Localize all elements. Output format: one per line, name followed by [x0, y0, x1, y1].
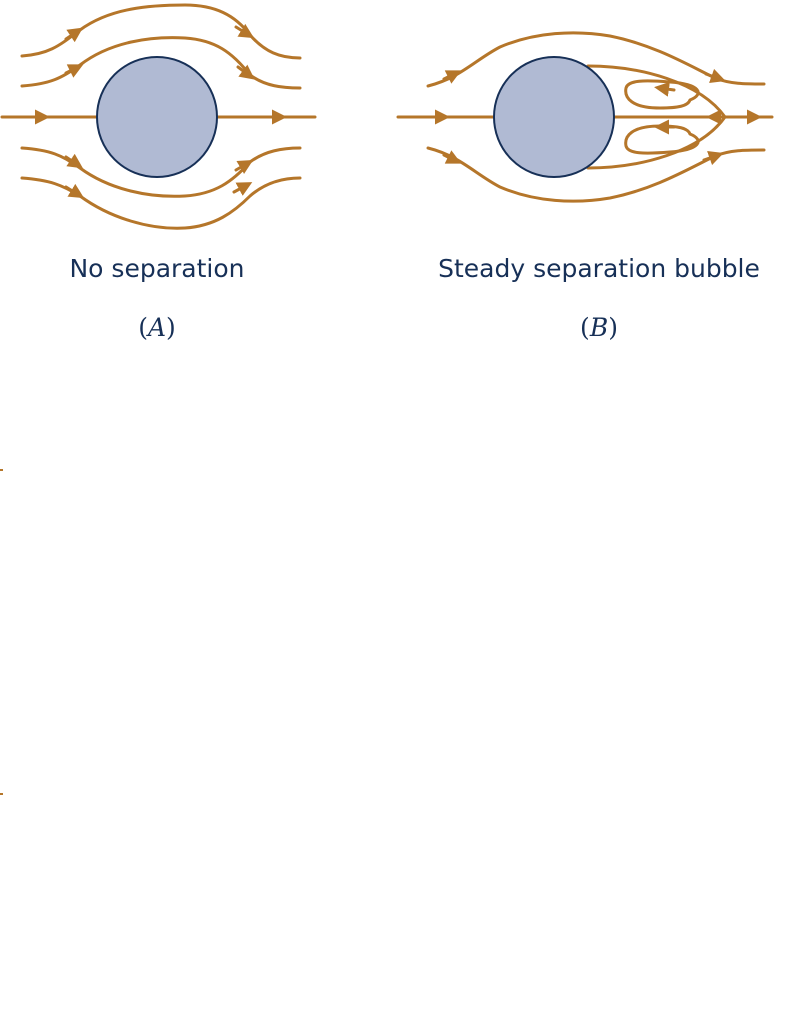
cylinder-a: [96, 56, 218, 178]
separation-boundary-lower: [586, 115, 727, 170]
panel-a-caption: No separation: [69, 254, 244, 283]
streamline-a-top-outer: [20, 3, 302, 60]
panel-a-label-letter: A: [146, 313, 166, 342]
streamline-a-bottom-inner-arrow2: [234, 159, 254, 175]
streamline-b-top-arrow2: [704, 68, 726, 84]
panel-a-label-open: (: [138, 313, 148, 342]
panel-b-label-close: ): [608, 313, 618, 342]
streamline-a-top-outer-arrow2: [234, 23, 255, 39]
panel-a: No separation (A): [0, 3, 317, 342]
recirculation-loop-upper-arrow: [654, 81, 676, 97]
streamline-a-top-inner-arrow2: [236, 64, 255, 80]
separation-boundary-upper: [586, 64, 727, 119]
panel-a-streamlines: [0, 3, 317, 230]
streamline-a-top-outer-arrow1: [64, 27, 83, 43]
streamline-b-bottom-arrow2: [702, 150, 724, 166]
streamline-a-bottom-inner-arrow1: [64, 153, 83, 169]
streamline-a-bottom-outer-arrow2: [232, 182, 253, 196]
panel-a-label-close: ): [166, 313, 176, 342]
panel-b-streamlines: [396, 31, 774, 203]
panel-b: Steady separation bubble (B): [396, 31, 774, 342]
streamline-b-bottom-arrow1: [442, 150, 462, 164]
panel-b-label: (B): [580, 313, 618, 342]
streamline-a-bottom-outer-arrow1: [64, 183, 85, 199]
panel-a-label: (A): [138, 313, 176, 342]
streamline-b-top-arrow1: [442, 70, 462, 84]
panel-b-caption: Steady separation bubble: [438, 254, 760, 283]
cylinder-b: [493, 56, 615, 178]
recirculation-loop-upper: [624, 79, 700, 110]
panel-b-label-open: (: [580, 313, 590, 342]
recirculation-loop-lower: [624, 124, 700, 155]
streamline-a-top-inner-arrow1: [64, 64, 84, 78]
streamline-a-bottom-outer: [20, 176, 302, 230]
panel-b-label-letter: B: [589, 313, 608, 342]
